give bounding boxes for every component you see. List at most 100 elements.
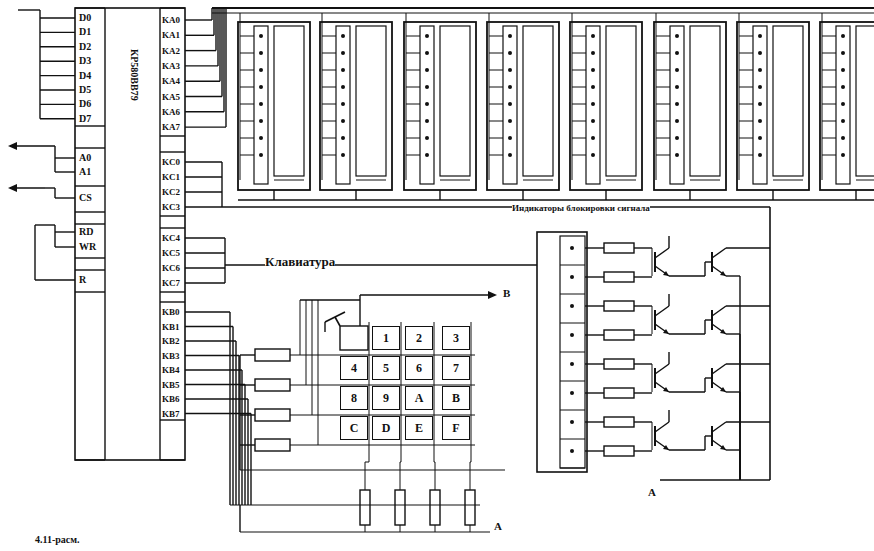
wire bbox=[572, 53, 586, 54]
wire bbox=[324, 322, 325, 332]
wire bbox=[40, 89, 75, 90]
wire bbox=[240, 354, 255, 355]
wire bbox=[704, 378, 705, 392]
key-button: F bbox=[442, 416, 470, 440]
junction-dot bbox=[341, 136, 345, 140]
junction-dot bbox=[675, 153, 679, 157]
junction-dot bbox=[841, 51, 845, 55]
resistor-symbol bbox=[604, 359, 634, 369]
arrow-head bbox=[8, 142, 17, 150]
resistor-symbol bbox=[360, 490, 370, 525]
wire bbox=[240, 138, 254, 139]
wire bbox=[160, 135, 185, 136]
wire bbox=[489, 87, 503, 88]
pin-strip bbox=[254, 26, 268, 184]
wire bbox=[726, 391, 740, 392]
resistor-symbol bbox=[604, 301, 634, 311]
wire bbox=[726, 421, 770, 422]
junction-dot bbox=[425, 68, 429, 72]
wire bbox=[655, 248, 669, 258]
pin-name: KC6 bbox=[162, 262, 180, 274]
wire bbox=[739, 392, 740, 480]
pin-name: KC0 bbox=[162, 156, 180, 168]
key-label: C bbox=[350, 421, 359, 436]
key-label: 4 bbox=[351, 361, 357, 376]
wire bbox=[75, 7, 105, 8]
wire bbox=[605, 190, 606, 200]
wire bbox=[712, 324, 726, 334]
key-label: E bbox=[415, 421, 423, 436]
wire bbox=[75, 185, 105, 186]
wire bbox=[55, 157, 75, 158]
junction-dot bbox=[341, 51, 345, 55]
key-button: 6 bbox=[405, 356, 433, 380]
wire bbox=[406, 121, 420, 122]
junction-dot bbox=[259, 34, 263, 38]
wire bbox=[773, 180, 803, 181]
wire bbox=[634, 305, 652, 306]
wire bbox=[654, 252, 656, 272]
wire bbox=[239, 355, 240, 470]
pin-name: KC3 bbox=[162, 201, 180, 213]
wire bbox=[572, 138, 586, 139]
key-label: B bbox=[452, 391, 460, 406]
wire bbox=[585, 421, 604, 422]
wire bbox=[406, 70, 420, 71]
junction-dot bbox=[570, 304, 574, 308]
seven-segment-indicator bbox=[404, 22, 476, 190]
wire bbox=[572, 36, 586, 37]
wire bbox=[185, 413, 251, 414]
wire bbox=[705, 377, 712, 378]
pin-name: D6 bbox=[79, 98, 91, 110]
wire bbox=[712, 266, 726, 276]
wire bbox=[185, 126, 226, 127]
wire bbox=[652, 364, 653, 392]
pin-strip bbox=[503, 26, 517, 184]
wire bbox=[40, 118, 75, 119]
display-face bbox=[523, 26, 553, 176]
transistor-symbol bbox=[720, 271, 726, 276]
wire bbox=[704, 320, 705, 334]
resistor-symbol bbox=[255, 349, 290, 361]
wire bbox=[856, 180, 874, 181]
wire bbox=[656, 36, 670, 37]
wire bbox=[238, 199, 874, 201]
pin-strip bbox=[753, 26, 767, 184]
key-button: 7 bbox=[442, 356, 470, 380]
wire bbox=[40, 104, 75, 105]
junction-dot bbox=[675, 34, 679, 38]
wire bbox=[739, 138, 753, 139]
chip-body bbox=[75, 8, 185, 460]
wire bbox=[39, 10, 40, 119]
junction-dot bbox=[591, 51, 595, 55]
junction-dot bbox=[425, 153, 429, 157]
wire bbox=[185, 267, 225, 268]
wire bbox=[239, 505, 240, 532]
driver-column bbox=[560, 236, 585, 468]
wire bbox=[401, 322, 402, 462]
resistor-symbol bbox=[430, 490, 440, 525]
wire bbox=[560, 410, 585, 411]
wire bbox=[224, 238, 225, 283]
wire bbox=[668, 352, 669, 364]
junction-dot bbox=[425, 85, 429, 89]
junction-dot bbox=[341, 153, 345, 157]
key-label: 8 bbox=[351, 391, 357, 406]
wire bbox=[322, 138, 336, 139]
seven-segment-indicator bbox=[570, 22, 642, 190]
wire bbox=[104, 8, 105, 460]
wire bbox=[822, 70, 836, 71]
wire bbox=[75, 211, 105, 212]
junction-dot bbox=[570, 362, 574, 366]
wire bbox=[470, 462, 471, 490]
wire bbox=[669, 449, 705, 450]
junction-dot bbox=[570, 333, 574, 337]
key-button: 5 bbox=[372, 356, 400, 380]
pin-name: KB4 bbox=[162, 364, 180, 376]
wire bbox=[606, 180, 636, 181]
wire bbox=[406, 53, 420, 54]
wire bbox=[185, 369, 242, 370]
wire bbox=[489, 121, 503, 122]
chip-body: КР580ВВ79 bbox=[106, 9, 159, 459]
pin-name: KB1 bbox=[162, 321, 180, 333]
